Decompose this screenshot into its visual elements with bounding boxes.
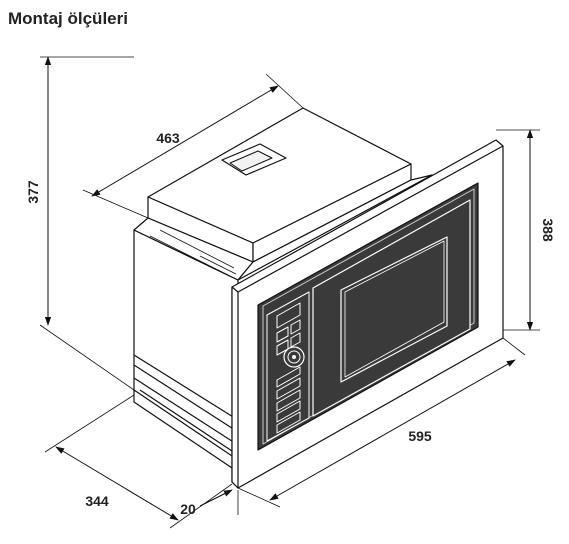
dimension-lines (39, 56, 540, 529)
dim-front-width-label: 595 (408, 428, 432, 444)
dim-depth-label: 463 (156, 130, 180, 146)
button-4 (290, 332, 301, 348)
dim-height-label: 377 (25, 180, 41, 204)
button-2 (290, 319, 301, 335)
control-knob (283, 346, 305, 368)
microwave-body (133, 107, 433, 473)
display-button (276, 302, 301, 329)
dim-frame-offset-label: 20 (180, 501, 196, 517)
dim-side-depth-label: 344 (85, 493, 109, 509)
button-1 (276, 326, 289, 343)
page-title: Montaj ölçüleri (8, 9, 128, 28)
dimension-labels: 377 463 388 595 344 20 (25, 130, 556, 517)
dim-front-height-label: 388 (540, 218, 556, 242)
